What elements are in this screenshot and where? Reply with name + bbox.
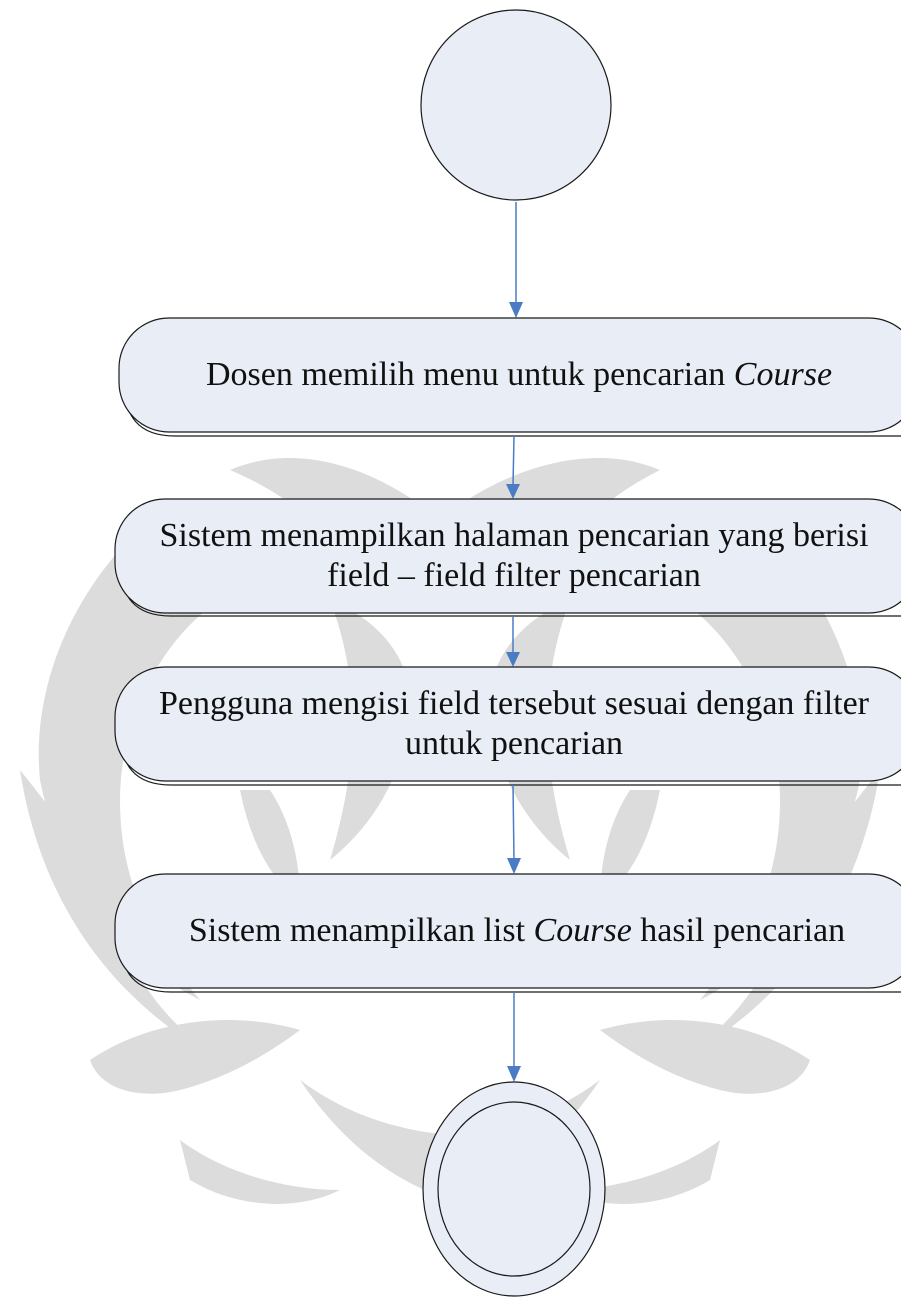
end-node-outer <box>422 1081 606 1297</box>
activity-label-4-text: Sistem menampilkan list <box>188 912 534 949</box>
end-node-inner <box>437 1101 591 1277</box>
activity-label-2-line-1: Sistem menampilkan halaman pencarian yan… <box>159 517 869 554</box>
flow-arrowhead-2 <box>506 484 520 499</box>
flow-arrow-4 <box>512 784 515 861</box>
activity-node-1 <box>118 317 901 433</box>
activity-label-3: Pengguna mengisi field tersebut sesuai d… <box>119 667 901 781</box>
flow-arrowhead-4 <box>507 858 521 874</box>
activity-label-4-italic: Course <box>533 912 632 949</box>
activity-label-4-line: Sistem menampilkan list Course hasil pen… <box>189 911 845 951</box>
activity-node-2 <box>114 498 901 614</box>
activity-label-1: Dosen memilih menu untuk pencarian Cours… <box>119 318 901 432</box>
activity-label-4-text-after: hasil pencarian <box>631 912 846 949</box>
activity-label-2: Sistem menampilkan halaman pencarian yan… <box>119 499 901 613</box>
activity-label-4: Sistem menampilkan list Course hasil pen… <box>115 874 901 988</box>
activity-label-2-line-2: field – field filter pencarian <box>327 557 701 594</box>
flow-arrowhead-3 <box>506 652 520 667</box>
activity-label-1-line: Dosen memilih menu untuk pencarian Cours… <box>206 355 832 395</box>
start-node <box>420 9 612 201</box>
flow-arrowhead-1 <box>509 302 523 318</box>
activity-label-1-text: Dosen memilih menu untuk pencarian <box>205 356 734 393</box>
flow-arrowhead-5 <box>507 1066 521 1082</box>
flow-arrow-2 <box>512 435 515 487</box>
activity-label-3-line-1: Pengguna mengisi field tersebut sesuai d… <box>158 685 870 722</box>
activity-label-3-line-2: untuk pencarian <box>404 725 624 762</box>
activity-label-1-italic: Course <box>733 356 833 393</box>
activity-node-4 <box>114 873 901 989</box>
activity-node-3 <box>114 666 901 782</box>
